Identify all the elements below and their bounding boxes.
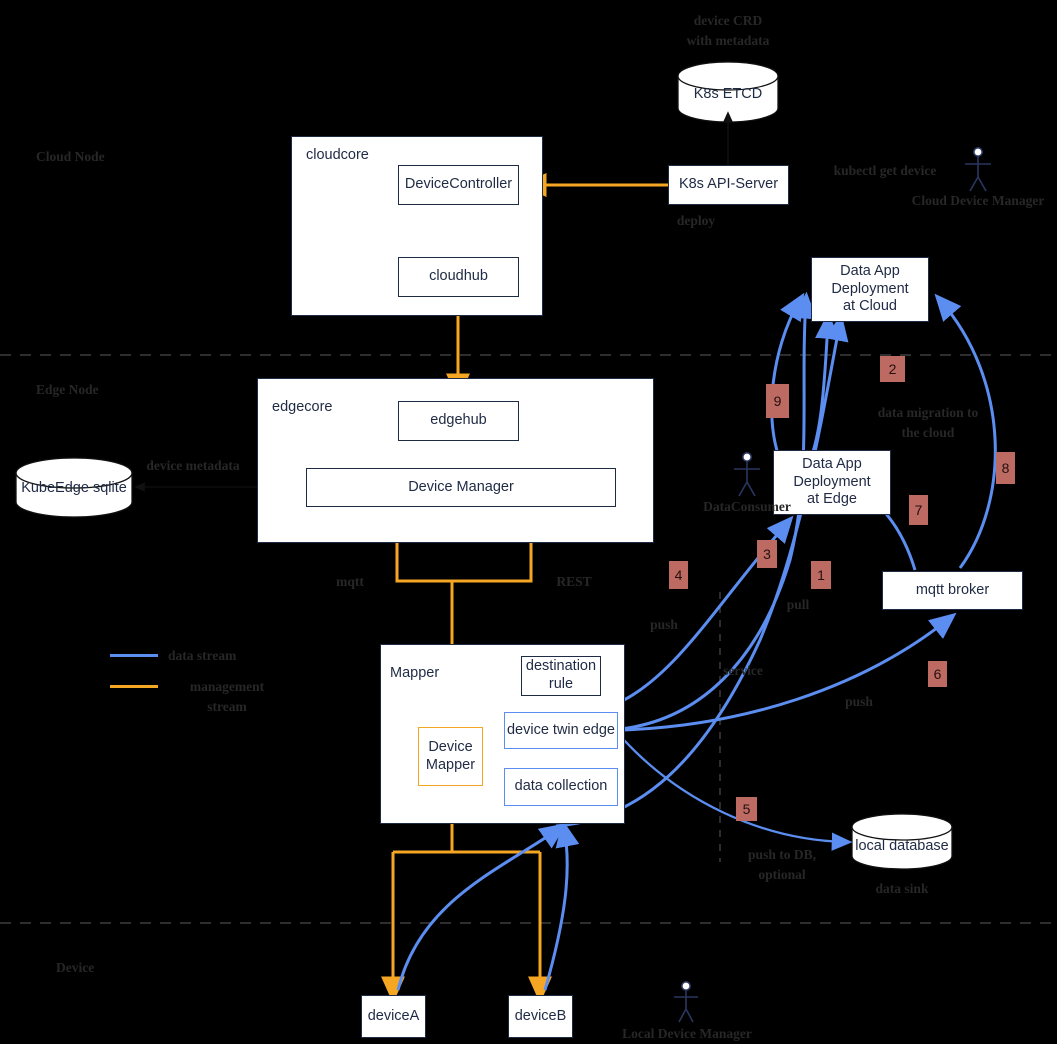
node-device-b[interactable]: deviceB [508,995,573,1038]
annotation-push-right: push [845,694,873,709]
container-mapper-label: Mapper [390,665,440,681]
edge-deviceb-to-datacollection [543,819,580,991]
node-device-mapper[interactable]: Device Mapper [418,727,483,786]
annotation-data-sink: data sink [875,881,929,896]
edge-5-destrule-to-localdb [623,739,853,851]
container-cloudcore-label: cloudcore [306,147,369,163]
node-edgehub[interactable]: edgehub [398,401,519,441]
node-device-twin-edge[interactable]: device twin edge [504,712,618,749]
badge-1: 1 [811,561,831,589]
annotation-device-metadata: device metadata [146,458,240,473]
cylinder-local-database: local database [852,814,952,872]
k8s-etcd-cylinder [677,61,779,123]
node-device-a[interactable]: deviceA [361,995,426,1038]
badge-2: 2 [880,356,905,382]
annotation-rest: REST [556,574,592,589]
node-mqtt-broker[interactable]: mqtt broker [882,571,1023,610]
badge-7: 7 [909,495,928,525]
edge-1-edgeapp-to-cloudapp [555,313,849,828]
local-database-cylinder [851,813,953,870]
kubeedge-sqlite-cylinder [15,457,133,518]
badge-8: 8 [996,452,1015,484]
zone-label-device: Device [56,960,95,975]
annotation-push-left: push [650,617,678,632]
cylinder-kubeedge-sqlite-label: KubeEdge sqlite [21,480,127,496]
legend-data-stream-label: data stream [168,648,237,663]
badge-5: 5 [736,797,757,821]
node-data-app-edge[interactable]: Data App Deployment at Edge [773,450,891,515]
node-device-controller[interactable]: DeviceController [398,165,519,205]
cylinder-local-database-label: local database [855,838,949,854]
edge-4-twin-to-cloudapp [619,291,817,731]
edge-devicea-to-datacollection [396,823,567,991]
cylinder-k8s-etcd-label: K8s ETCD [693,86,763,102]
zone-label-edge-node: Edge Node [36,382,99,397]
node-data-collection[interactable]: data collection [504,768,618,806]
node-k8s-api-server[interactable]: K8s API-Server [668,165,789,205]
legend-data-stream-swatch [110,654,158,657]
annotation-mqtt: mqtt [336,574,364,589]
zone-label-cloud-node: Cloud Node [36,149,105,164]
cloud-device-manager-actor [965,147,991,192]
cylinder-k8s-etcd: K8s ETCD [678,62,778,122]
actor-label-local-device-manager: Local Device Manager [622,1026,752,1041]
actor-label-data-consumer: DataConsumer [703,499,791,514]
legend-management-stream-swatch [110,685,158,688]
actor-label-cloud-device-manager: Cloud Device Manager [911,193,1045,208]
badge-3: 3 [757,540,777,568]
node-data-app-cloud[interactable]: Data App Deployment at Cloud [811,257,929,322]
annotation-kubectl-get-device: kubectl get device [833,163,937,178]
badge-6: 6 [928,661,947,687]
annotation-service: service [723,663,763,678]
container-edgecore-label: edgecore [272,399,333,415]
edge-8-broker-to-cloudapp [934,293,997,569]
badge-4: 4 [669,561,688,589]
node-destination-rule[interactable]: destination rule [521,656,601,696]
edge-2-edge-to-cloud-migration [810,311,840,456]
node-device-manager[interactable]: Device Manager [306,468,616,507]
annotation-deploy: deploy [676,213,716,228]
cylinder-kubeedge-sqlite: KubeEdge sqlite [16,458,132,518]
edge-devicemanager-split [395,507,533,583]
annotation-device-crd: device CRD with metadata [686,13,770,48]
data-consumer-actor [734,451,760,497]
annotation-pull-top: pull [786,597,810,612]
legend-management-stream-label: management stream [189,679,265,714]
annotation-push-to-db: push to DB, optional [748,847,816,882]
annotation-data-migration: data migration to the cloud [877,405,979,440]
badge-9: 9 [766,384,789,418]
edge-6-destrule-to-broker [621,612,957,732]
node-cloudhub[interactable]: cloudhub [398,257,519,297]
local-device-manager-actor [674,980,698,1023]
